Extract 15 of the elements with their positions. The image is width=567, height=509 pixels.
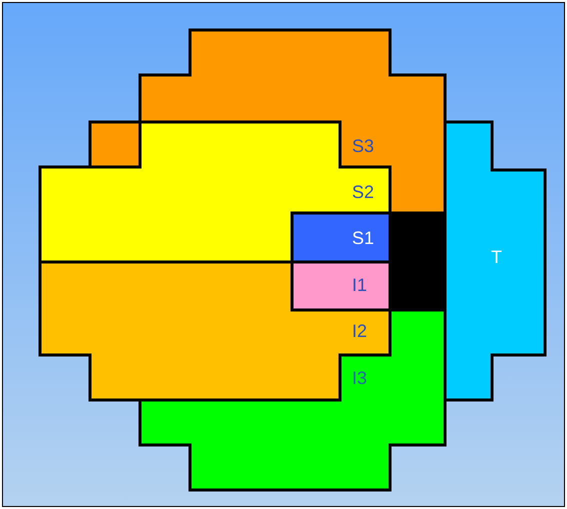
region-area <box>88 28 446 214</box>
region-label: S1 <box>352 228 374 248</box>
region-label: I3 <box>352 368 368 388</box>
region-area <box>444 120 546 402</box>
region-block <box>388 212 446 312</box>
region-label: I2 <box>352 321 368 341</box>
region-area <box>290 260 392 312</box>
region-label: S2 <box>352 182 374 202</box>
region-label: T <box>491 247 502 267</box>
region-area <box>38 260 392 402</box>
region-area <box>290 212 392 264</box>
region-area <box>38 120 392 264</box>
region-area <box>138 308 446 492</box>
region-label: S3 <box>352 136 374 156</box>
region-label: I1 <box>352 275 368 295</box>
